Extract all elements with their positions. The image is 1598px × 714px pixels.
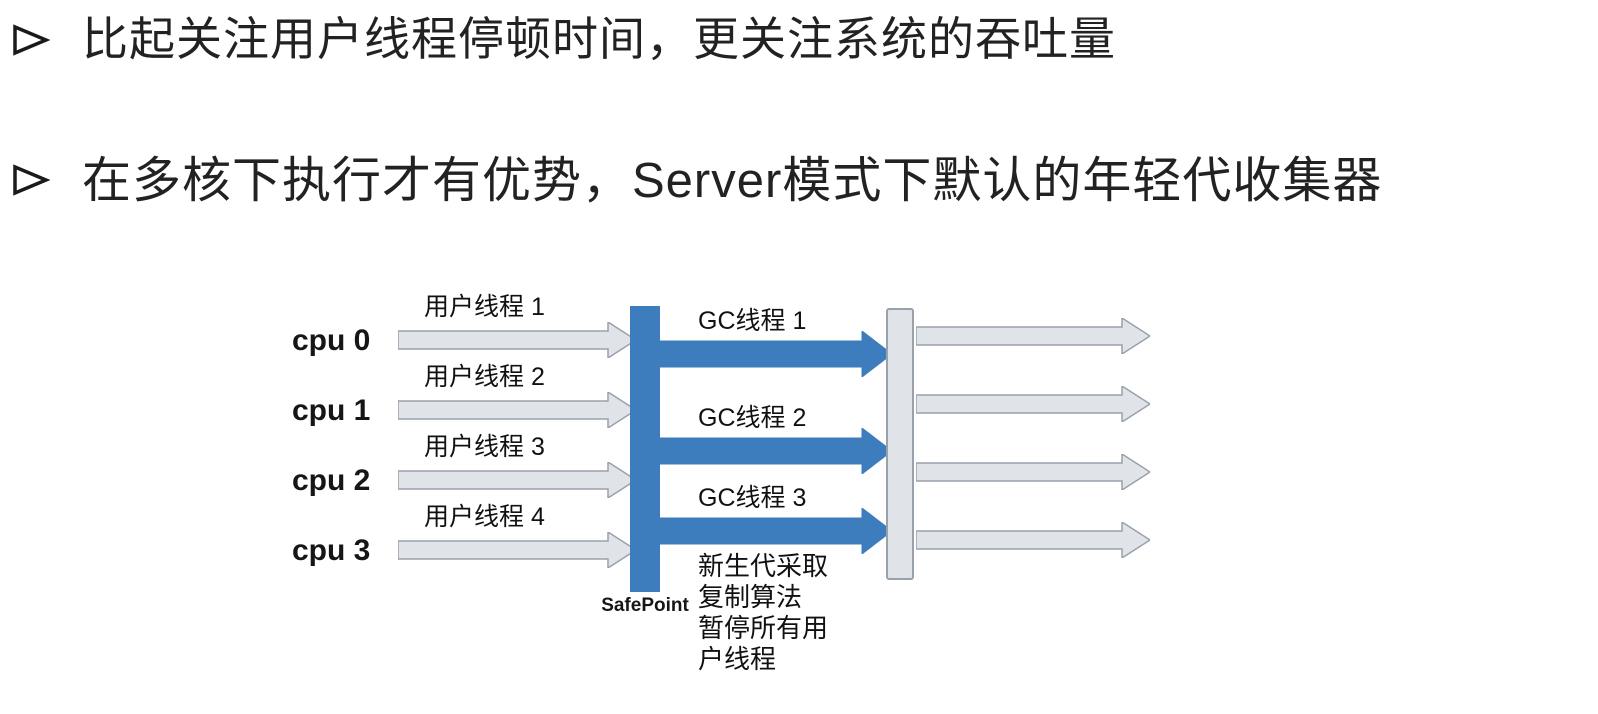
resumed-thread-arrow bbox=[916, 522, 1150, 558]
gc-thread-arrow bbox=[660, 428, 892, 474]
resumed-thread-arrow bbox=[916, 454, 1150, 490]
bullet-text: 比起关注用户线程停顿时间，更关注系统的吞吐量 bbox=[82, 13, 1116, 65]
gc-thread-label: GC线程 2 bbox=[698, 404, 807, 432]
bullet-text: 在多核下执行才有优势，Server模式下默认的年轻代收集器 bbox=[82, 154, 1383, 208]
gc-thread-arrow bbox=[660, 331, 892, 377]
gc-thread-arrow bbox=[660, 508, 892, 554]
note-line: 复制算法 bbox=[698, 582, 803, 612]
user-thread-label: 用户线程 2 bbox=[424, 363, 545, 391]
user-thread-arrow bbox=[398, 392, 636, 428]
user-thread-arrow bbox=[398, 462, 636, 498]
bullet-item-throughput: 比起关注用户线程停顿时间，更关注系统的吞吐量 bbox=[10, 12, 1116, 67]
cpu-label: cpu 0 bbox=[292, 324, 371, 357]
safepoint-bar bbox=[630, 306, 660, 592]
resume-bar bbox=[886, 308, 914, 580]
note-line: 新生代采取 bbox=[698, 551, 829, 581]
user-thread-label: 用户线程 3 bbox=[424, 433, 545, 461]
note-line: 暂停所有用 bbox=[698, 613, 829, 643]
bullet-item-multicore: 在多核下执行才有优势，Server模式下默认的年轻代收集器 bbox=[10, 152, 1382, 211]
user-thread-arrow bbox=[398, 322, 636, 358]
note-line: 户线程 bbox=[698, 644, 777, 674]
user-thread-label: 用户线程 4 bbox=[424, 503, 545, 531]
resumed-thread-arrow bbox=[916, 318, 1150, 354]
note-copy-algorithm: 新生代采取 复制算法 暂停所有用 户线程 bbox=[698, 551, 828, 675]
gc-thread-label: GC线程 3 bbox=[698, 484, 807, 512]
gc-thread-label: GC线程 1 bbox=[698, 307, 807, 335]
bullet-arrowhead-icon bbox=[13, 164, 51, 196]
bullet-arrowhead-icon bbox=[13, 24, 51, 56]
cpu-label: cpu 2 bbox=[292, 464, 371, 497]
user-thread-label: 用户线程 1 bbox=[424, 293, 545, 321]
user-thread-arrow bbox=[398, 532, 636, 568]
safepoint-label: SafePoint bbox=[601, 595, 689, 616]
cpu-label: cpu 1 bbox=[292, 394, 371, 427]
resumed-thread-arrow bbox=[916, 386, 1150, 422]
cpu-label: cpu 3 bbox=[292, 534, 371, 567]
